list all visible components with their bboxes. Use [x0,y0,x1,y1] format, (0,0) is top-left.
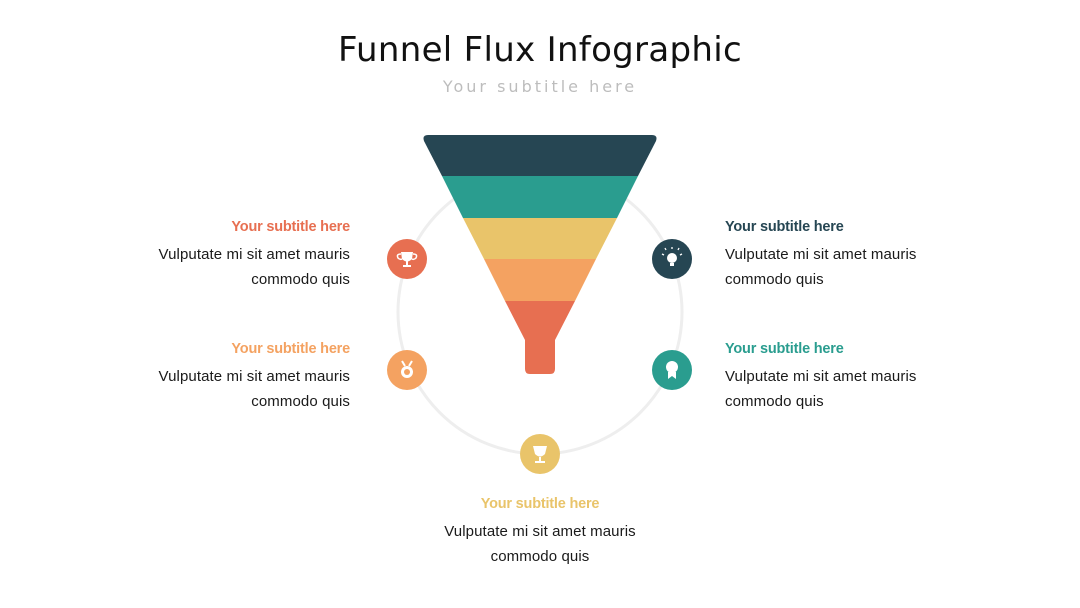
item-heading: Your subtitle here [480,496,600,512]
page-title: Funnel Flux Infographic [338,30,742,70]
item-description-line-1: Vulputate mi sit amet mauris [725,246,917,263]
trophy-icon [387,239,427,279]
item-description-line-2: commodo quis [725,271,824,288]
item-description-line-2: commodo quis [251,393,350,410]
funnel-layer-1 [423,135,657,176]
item-heading: Your subtitle here [725,219,844,235]
item-description-line-2: commodo quis [490,548,590,565]
funnel-layer-2 [442,176,638,218]
item-right-bottom: Your subtitle here Vulputate mi sit amet… [725,339,985,414]
page-subtitle: Your subtitle here [442,77,638,96]
funnel-layer-4 [484,259,596,301]
item-heading: Your subtitle here [231,341,350,357]
item-left-top: Your subtitle here Vulputate mi sit amet… [90,217,351,292]
item-description-line-1: Vulputate mi sit amet mauris [444,523,636,540]
item-description-line-1: Vulputate mi sit amet mauris [158,368,350,385]
medal-icon [387,350,427,390]
item-description-line-1: Vulputate mi sit amet mauris [158,246,350,263]
item-heading: Your subtitle here [231,219,350,235]
item-description-line-2: commodo quis [725,393,824,410]
item-description-line-1: Vulputate mi sit amet mauris [725,368,917,385]
trophy-cup-icon [520,434,560,474]
item-description-line-2: commodo quis [251,271,350,288]
item-right-top: Your subtitle here Vulputate mi sit amet… [725,217,985,292]
item-heading: Your subtitle here [725,341,844,357]
funnel-layer-3 [463,218,617,259]
item-left-bottom: Your subtitle here Vulputate mi sit amet… [90,339,351,414]
award-ribbon-icon [652,350,692,390]
funnel-layer-5 [505,301,575,374]
lightbulb-icon [652,239,692,279]
item-bottom: Your subtitle here Vulputate mi sit amet… [390,494,690,569]
